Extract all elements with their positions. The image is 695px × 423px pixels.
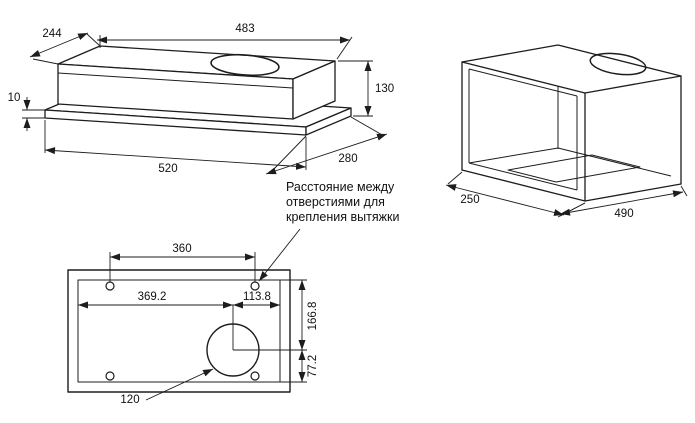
dim-label-hood-bottom-width: 520 — [158, 163, 177, 175]
dim-duct-vertical: 166.8 77.2 — [280, 279, 319, 383]
mounting-hole-top-left — [105, 281, 115, 291]
dim-label-hole-spacing: 360 — [172, 243, 191, 255]
hole-spacing-note: Расстояние между отверстиями для креплен… — [258, 180, 399, 282]
note-line-3: крепления вытяжки — [286, 210, 399, 224]
dim-label-hood-top-width: 483 — [235, 23, 254, 35]
dim-hood-bottom-depth: 280 — [265, 116, 388, 175]
dim-label-duct-offset-left: 369.2 — [138, 291, 167, 303]
dim-label-duct-offset-bottom: 77.2 — [307, 355, 319, 377]
note-line-2: отверстиями для — [286, 195, 385, 209]
mounting-hole-bottom-left — [105, 371, 115, 381]
cabinet-isometric-view: 250 490 — [445, 44, 688, 220]
mounting-hole-bottom-right — [250, 371, 260, 381]
cabinet-duct-hole — [589, 52, 647, 76]
mounting-template-view: 360 369.2 113.8 166.8 77.2 120 Расстояни… — [67, 180, 399, 406]
dim-duct-diameter: 120 — [120, 368, 214, 406]
dim-label-hood-height: 130 — [375, 83, 394, 95]
dim-label-hood-flange-thickness: 10 — [8, 92, 21, 104]
cabinet-floor-cutout-outline — [507, 154, 641, 183]
hood-front-seam — [57, 72, 294, 89]
dim-hood-top-width: 483 — [97, 23, 353, 60]
dim-niche-width: 490 — [557, 185, 688, 220]
hood-isometric-view: 483 244 130 10 520 — [8, 23, 395, 175]
note-line-1: Расстояние между — [286, 180, 395, 194]
dim-niche-depth: 250 — [445, 171, 586, 217]
dim-label-duct-diameter: 120 — [120, 394, 139, 406]
dim-hole-spacing: 360 — [109, 243, 256, 282]
dim-hood-top-depth: 244 — [29, 28, 101, 65]
dim-label-hood-bottom-depth: 280 — [338, 153, 357, 165]
dim-label-duct-offset-right: 113.8 — [243, 291, 271, 303]
mounting-hole-top-right — [250, 281, 260, 291]
hood-duct-hole — [210, 53, 280, 77]
dim-label-niche-width: 490 — [614, 208, 633, 220]
dim-label-niche-depth: 250 — [460, 194, 479, 206]
dim-duct-horizontal: 369.2 113.8 — [78, 291, 307, 351]
dim-hood-height: 130 — [338, 60, 394, 117]
template-inner-frame — [77, 279, 281, 383]
note-leader-line — [258, 228, 301, 282]
hood-body — [57, 45, 336, 120]
dim-label-hood-top-depth: 244 — [42, 28, 62, 40]
dim-hood-flange-thickness: 10 — [8, 92, 45, 131]
cabinet-top-panel — [461, 44, 682, 94]
dim-label-duct-offset-top: 166.8 — [307, 302, 319, 331]
template-outer-frame — [67, 269, 291, 393]
